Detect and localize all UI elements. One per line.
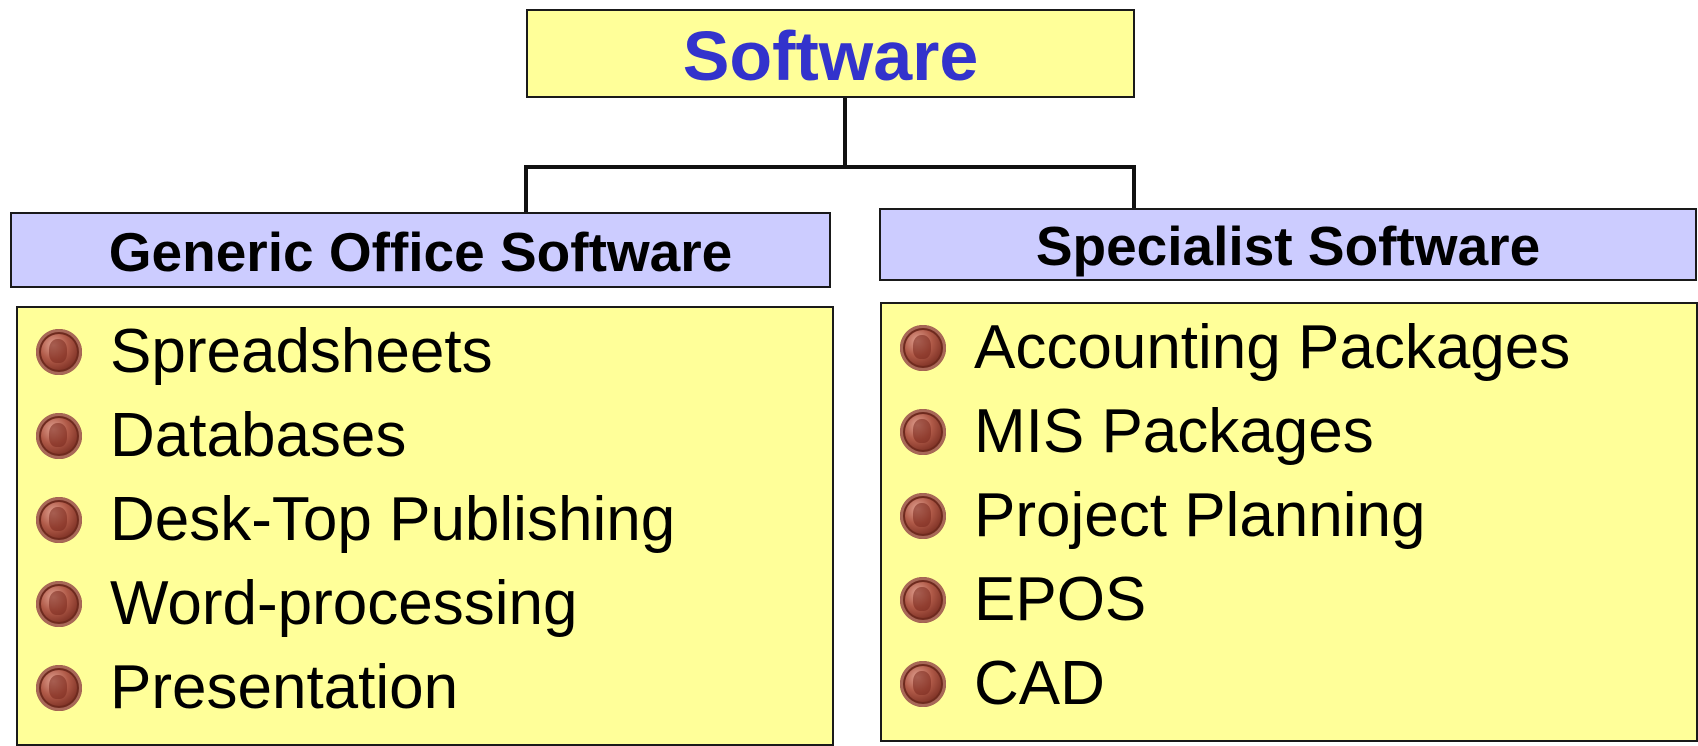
- generic-software-list-box: Spreadsheets Databases Desk-Top Publishi…: [16, 306, 834, 746]
- category-title-generic: Generic Office Software: [108, 220, 733, 283]
- coin-bullet-icon: [36, 581, 82, 627]
- list-item-label: CAD: [974, 649, 1105, 718]
- coin-bullet-icon: [36, 413, 82, 459]
- list-item-label: EPOS: [974, 565, 1147, 634]
- list-item: CAD: [900, 642, 1570, 726]
- coin-bullet-icon: [900, 493, 946, 539]
- coin-bullet-icon: [36, 497, 82, 543]
- list-item: Accounting Packages: [900, 306, 1570, 390]
- list-item-label: Databases: [110, 401, 407, 470]
- list-item: MIS Packages: [900, 390, 1570, 474]
- list-item: Spreadsheets: [36, 310, 675, 394]
- list-item: Presentation: [36, 646, 675, 730]
- list-item-label: Presentation: [110, 653, 459, 722]
- coin-bullet-icon: [36, 329, 82, 375]
- coin-bullet-icon: [36, 665, 82, 711]
- list-item: Databases: [36, 394, 675, 478]
- coin-bullet-icon: [900, 661, 946, 707]
- root-title: Software: [682, 16, 979, 95]
- list-item-label: Accounting Packages: [974, 313, 1571, 382]
- list-item: Word-processing: [36, 562, 675, 646]
- generic-software-list: Spreadsheets Databases Desk-Top Publishi…: [36, 310, 675, 730]
- specialist-software-list-box: Accounting Packages MIS Packages Project…: [880, 302, 1698, 742]
- list-item: Desk-Top Publishing: [36, 478, 675, 562]
- coin-bullet-icon: [900, 325, 946, 371]
- list-item-label: Desk-Top Publishing: [110, 485, 676, 554]
- category-header-generic: Generic Office Software: [10, 212, 831, 288]
- list-item: Project Planning: [900, 474, 1570, 558]
- coin-bullet-icon: [900, 577, 946, 623]
- list-item-label: Project Planning: [974, 481, 1426, 550]
- coin-bullet-icon: [900, 409, 946, 455]
- root-node: Software: [526, 9, 1135, 98]
- category-header-specialist: Specialist Software: [879, 208, 1697, 281]
- list-item-label: MIS Packages: [974, 397, 1374, 466]
- category-title-specialist: Specialist Software: [1035, 215, 1541, 277]
- list-item-label: Spreadsheets: [110, 317, 493, 386]
- specialist-software-list: Accounting Packages MIS Packages Project…: [900, 306, 1570, 726]
- list-item: EPOS: [900, 558, 1570, 642]
- list-item-label: Word-processing: [110, 569, 578, 638]
